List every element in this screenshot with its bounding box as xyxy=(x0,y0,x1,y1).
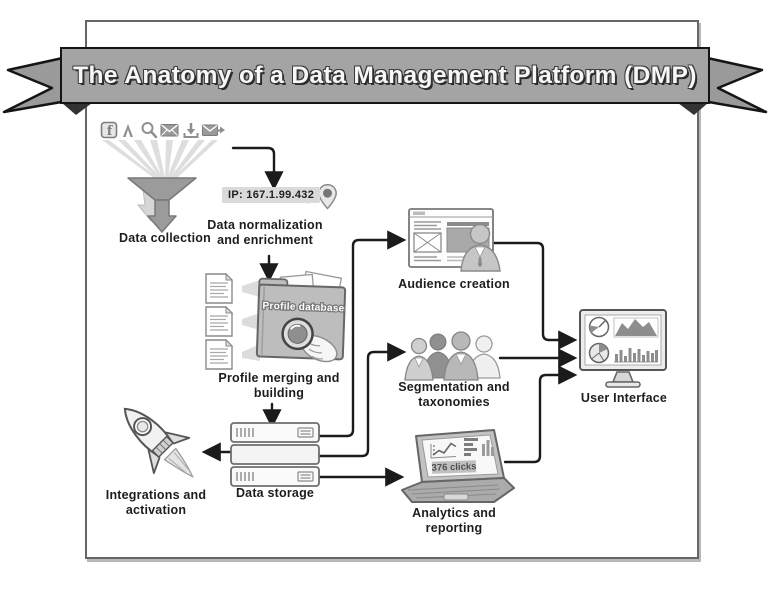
rocket-graphic xyxy=(123,407,194,478)
laptop-graphic: 376 clicks xyxy=(401,429,515,503)
folder-label: Profile database xyxy=(262,301,345,315)
svg-text:f: f xyxy=(107,124,114,139)
arrow-audience-to-ui xyxy=(490,241,578,350)
title-ribbon: The Anatomy of a Data Management Platfor… xyxy=(60,47,710,104)
analytics-label: Analytics and reporting xyxy=(412,506,496,536)
location-pin-icon xyxy=(318,184,337,210)
data-storage-label: Data storage xyxy=(235,486,315,500)
page-title: The Anatomy of a Data Management Platfor… xyxy=(73,61,697,89)
mail-icon xyxy=(160,124,179,137)
people-group-graphic xyxy=(404,331,501,381)
profile-merging-label: Profile merging and building xyxy=(218,371,340,401)
user-interface-label: User Interface xyxy=(580,391,668,405)
audience-browser-graphic xyxy=(408,208,501,272)
monitor-graphic xyxy=(579,309,667,388)
server-stack xyxy=(230,422,320,487)
funnel-graphic xyxy=(102,140,218,233)
ip-address-chip: IP: 167.1.99.432 xyxy=(222,187,321,203)
profile-database-folder: Profile database xyxy=(255,270,346,363)
mail-send-icon xyxy=(202,124,225,136)
data-source-icons: f xyxy=(100,121,226,139)
merge-beams xyxy=(242,280,260,361)
facebook-icon: f xyxy=(100,121,118,139)
normalization-label: Data normalization and enrichment xyxy=(207,218,323,248)
arrow-storage-to-audience xyxy=(318,230,407,438)
arrow-storage-to-segmentation xyxy=(318,342,407,458)
download-icon xyxy=(183,123,199,138)
audience-creation-label: Audience creation xyxy=(398,277,510,291)
segmentation-label: Segmentation and taxonomies xyxy=(398,380,510,410)
data-collection-label: Data collection xyxy=(119,231,211,245)
arrow-analytics-to-ui xyxy=(503,365,578,464)
integrations-label: Integrations and activation xyxy=(105,488,207,518)
clicks-badge: 376 clicks xyxy=(431,461,476,474)
documents-graphic xyxy=(205,272,234,370)
analytics-icon xyxy=(123,124,133,137)
arrow-collection-to-normalization xyxy=(231,146,284,191)
search-icon xyxy=(141,122,158,139)
